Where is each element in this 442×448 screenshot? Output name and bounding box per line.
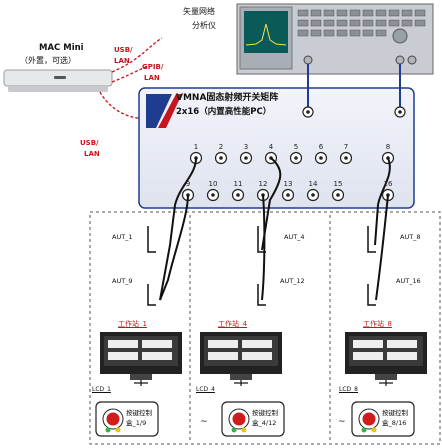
port-num-10: 10 [208, 180, 218, 188]
aut-label-12: AUT_12 [280, 277, 305, 285]
network-analyzer [236, 3, 434, 75]
switch-matrix [138, 87, 415, 209]
lcd-label-1: LCD_1 [92, 386, 111, 393]
port-num-6: 6 [318, 143, 324, 151]
matrix-subtitle: 2x16（内置高性能PC） [176, 107, 272, 117]
matrix-title: VMNA固态射频开关矩阵 [176, 93, 279, 103]
port-num-15: 15 [333, 180, 343, 188]
usb-lan-top-label-2: LAN [114, 57, 130, 65]
mac-mini [3, 69, 113, 92]
lcd-label-4: LCD_4 [196, 386, 215, 393]
test-cables [159, 157, 391, 301]
rf-cables-analyzer [307, 64, 401, 112]
gpib-label: GPIB/ [142, 63, 164, 71]
port-num-16: 16 [383, 180, 393, 188]
mac-label-1: MAC Mini [39, 43, 84, 53]
port-num-7: 7 [343, 143, 349, 151]
port-num-8: 8 [385, 143, 391, 151]
port-num-1: 1 [193, 143, 199, 151]
port-num-13: 13 [283, 180, 293, 188]
workstation-monitors [100, 332, 427, 380]
aut-label-4: AUT_4 [284, 233, 305, 241]
button-boxes [95, 401, 415, 437]
analyzer-screen [244, 11, 288, 53]
mac-label-2: （外置，可选） [20, 56, 76, 65]
lcd-stands [134, 380, 393, 386]
button-box-label-4a: 按键控制 [252, 409, 278, 417]
gpib-label-2: LAN [144, 74, 160, 82]
ellipsis-2: ~ [338, 417, 346, 427]
port-num-14: 14 [308, 180, 318, 188]
aut-label-8: AUT_8 [400, 233, 421, 241]
button-box-label-8a: 按键控制 [382, 409, 408, 417]
port-num-9: 9 [185, 180, 191, 188]
button-box-label-1a: 按键控制 [126, 409, 152, 417]
usb-lan-left-label-2: LAN [84, 150, 100, 158]
aut-label-9: AUT_9 [112, 277, 133, 285]
usb-lan-left-label: USB/ [80, 139, 99, 147]
button-box-label-8b: 盒_8/16 [382, 419, 407, 427]
port-num-11: 11 [233, 180, 243, 188]
workstation-label-8: 工作站_8 [363, 320, 392, 328]
workstation-label-1: 工作站_1 [118, 320, 147, 328]
workstation-label-4: 工作站_4 [218, 320, 247, 328]
aut-label-1: AUT_1 [112, 233, 133, 241]
test-area-boundary [89, 211, 441, 445]
aut-devices [147, 226, 376, 306]
port-num-12: 12 [258, 180, 268, 188]
button-box-label-1b: 盒_1/9 [126, 419, 147, 427]
analyzer-label-1: 矢量网络 [183, 7, 215, 16]
port-num-5: 5 [293, 143, 299, 151]
port-num-2: 2 [218, 143, 224, 151]
button-box-label-4b: 盒_4/12 [252, 419, 277, 427]
aut-label-16: AUT_16 [396, 277, 421, 285]
usb-lan-top-label: USB/ [114, 46, 133, 54]
ellipsis-1: ~ [200, 417, 208, 427]
analyzer-label-2: 分析仪 [192, 21, 216, 30]
lcd-label-8: LCD_8 [339, 386, 358, 393]
port-num-4: 4 [268, 143, 274, 151]
port-num-3: 3 [243, 143, 249, 151]
